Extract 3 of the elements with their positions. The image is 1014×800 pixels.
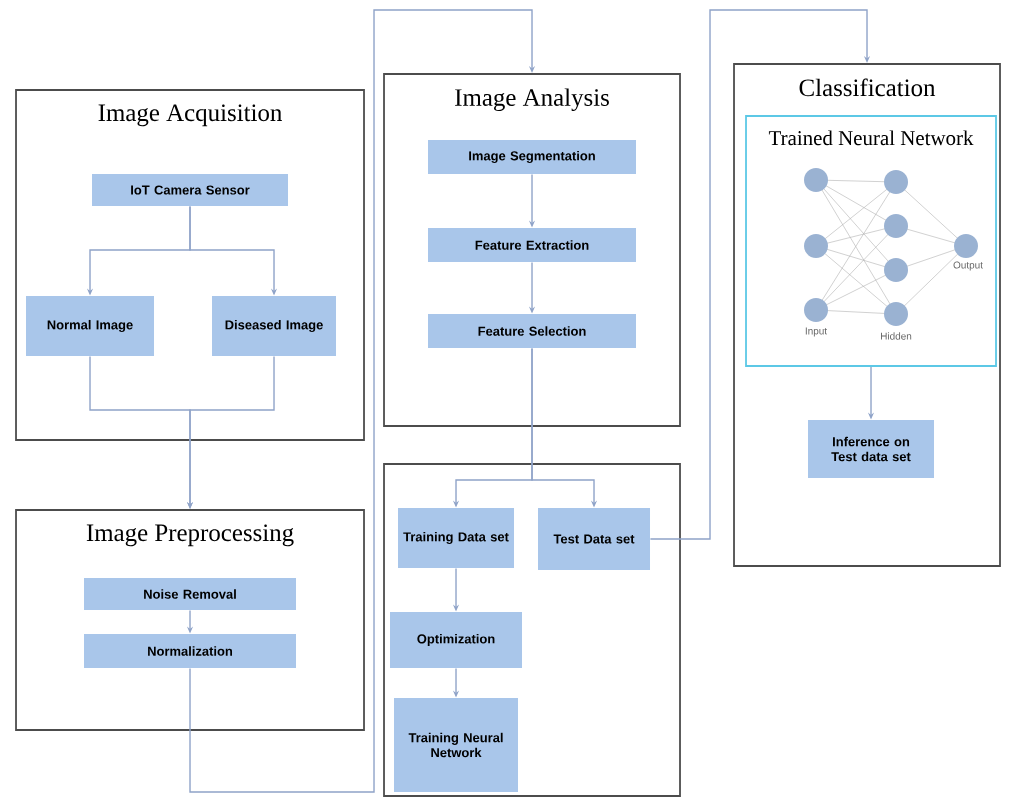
arrow	[189, 9, 536, 793]
stage-box	[383, 463, 681, 797]
arrow	[649, 9, 871, 540]
